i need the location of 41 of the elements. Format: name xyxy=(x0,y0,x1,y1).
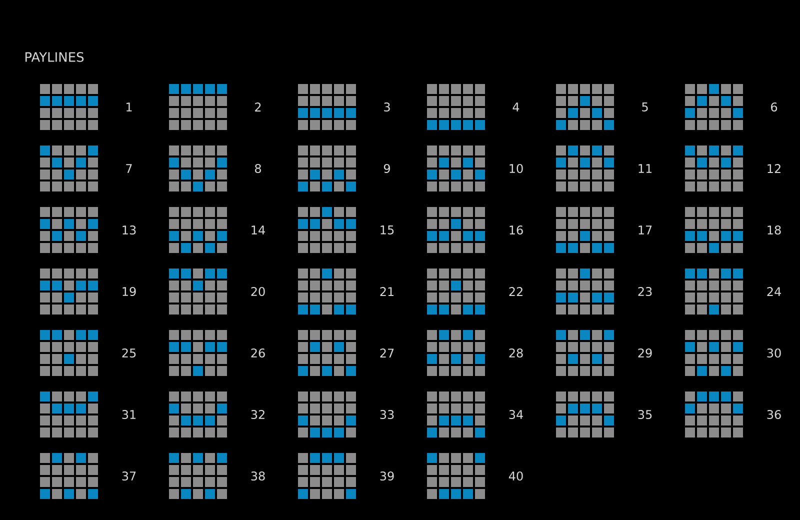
payline-number: 13 xyxy=(122,225,136,235)
payline-number: 1 xyxy=(126,102,132,112)
payline-number: 17 xyxy=(638,226,652,234)
payline-number: 20 xyxy=(251,286,265,296)
payline-number: 7 xyxy=(126,164,132,173)
payline-number: 36 xyxy=(767,410,781,420)
payline-number: 11 xyxy=(638,164,652,173)
title: PAYLINES xyxy=(25,52,84,62)
payline-number: 26 xyxy=(251,348,265,358)
payline-number: 39 xyxy=(380,471,394,481)
payline-number: 21 xyxy=(380,287,394,296)
payline-number: 25 xyxy=(122,348,136,358)
payline-number: 24 xyxy=(767,287,781,296)
payline-number: 14 xyxy=(252,226,265,234)
payline-number: 23 xyxy=(638,286,652,296)
payline-number: 2 xyxy=(255,102,261,112)
payline-number: 12 xyxy=(768,164,780,173)
payline-number: 28 xyxy=(509,348,523,358)
payline-number: 32 xyxy=(251,410,264,420)
payline-number: 19 xyxy=(122,286,136,296)
payline-number: 9 xyxy=(384,164,390,174)
payline-number: 34 xyxy=(509,410,523,420)
payline-number: 27 xyxy=(380,348,394,358)
payline-number: 5 xyxy=(642,102,648,112)
payline-number: 4 xyxy=(512,102,520,112)
payline-number: 40 xyxy=(508,471,523,481)
payline-number: 18 xyxy=(768,225,781,235)
payline-number: 22 xyxy=(509,287,522,296)
payline-number: 38 xyxy=(251,471,265,481)
payline-number: 33 xyxy=(380,410,394,420)
payline-number: 10 xyxy=(510,164,523,174)
payline-number: 31 xyxy=(122,410,136,420)
payline-number: 6 xyxy=(771,102,778,112)
payline-number: 30 xyxy=(767,348,781,358)
payline-number: 8 xyxy=(255,164,261,174)
payline-number: 3 xyxy=(384,102,390,112)
payline-number: 29 xyxy=(638,348,652,358)
payline-number: 16 xyxy=(510,225,523,235)
payline-number: 35 xyxy=(638,410,652,420)
payline-number: 37 xyxy=(122,471,136,481)
payline-number: 15 xyxy=(380,226,394,234)
